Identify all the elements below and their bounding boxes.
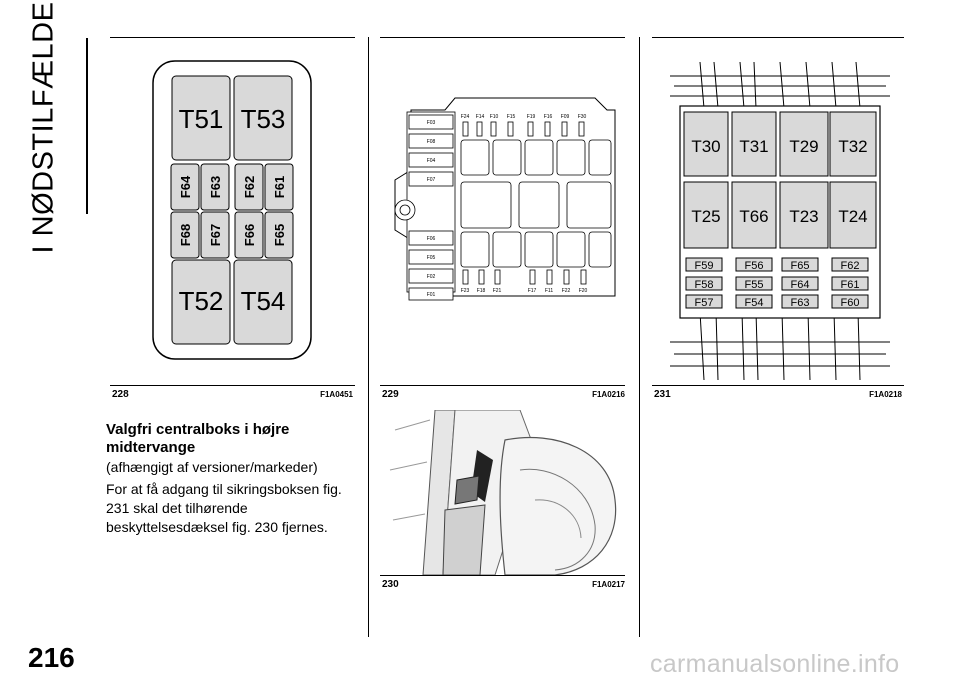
fig229-left-label-1: F03 — [427, 120, 436, 126]
fig231-fuse-f59: F59 — [695, 260, 714, 272]
fig228-fuse-f68: F68 — [178, 224, 193, 246]
fig228-code: F1A0451 — [320, 390, 353, 399]
chapter-title: I NØDSTILFÆLDE — [27, 1, 60, 254]
fig231-fuse-f61: F61 — [841, 279, 860, 291]
fig231-relay-t23: T23 — [789, 207, 818, 226]
fig231-fuse-f65: F65 — [791, 260, 810, 272]
fig229-top-label-1: F24 — [461, 114, 470, 120]
fig231-relay-t66: T66 — [739, 207, 768, 226]
page-number: 216 — [28, 642, 75, 673]
top-rule-col1 — [110, 37, 355, 38]
fig229-top-label-2: F14 — [476, 114, 485, 120]
fig228-relay-t54: T54 — [241, 286, 286, 316]
fig231-number: 231 — [654, 389, 671, 400]
fig229-top-label-6: F16 — [544, 114, 553, 120]
fig229-bottom-label-4: F17 — [528, 288, 537, 294]
fig231-relay-t31: T31 — [739, 137, 768, 156]
fig229-bottom-label-5: F11 — [545, 288, 553, 294]
fig229-top-label-5: F19 — [527, 114, 536, 120]
fig231-caption-rule — [652, 385, 904, 386]
fig228-relay-t53: T53 — [241, 104, 286, 134]
fig230-caption-rule — [380, 575, 625, 576]
fig228-fuse-f64: F64 — [178, 175, 193, 198]
fig229-caption-rule — [380, 385, 625, 386]
fig231-relay-t24: T24 — [838, 207, 867, 226]
fig229-left-label-2: F08 — [427, 139, 436, 145]
section-paragraph: For at få adgang til sikringsboksen fig.… — [106, 481, 342, 535]
fig231-relay-t30: T30 — [691, 137, 720, 156]
fig228-fuse-f66: F66 — [242, 224, 257, 246]
fig231-fuse-f56: F56 — [745, 260, 764, 272]
fig228-fuse-f63: F63 — [208, 176, 223, 198]
fig228-relay-t52: T52 — [179, 286, 224, 316]
fig231-fuse-f62: F62 — [841, 260, 860, 272]
fig228-fuse-f67: F67 — [208, 224, 223, 246]
fig229-top-label-8: F30 — [578, 114, 587, 120]
fig229-left-label-4: F07 — [427, 177, 436, 183]
fig229-number: 229 — [382, 389, 399, 400]
fig229-top-label-7: F09 — [561, 114, 570, 120]
fig231-relay-t25: T25 — [691, 207, 720, 226]
fig231-fuse-f58: F58 — [695, 279, 714, 291]
fig230-photo — [385, 410, 630, 575]
fig229-left-label-3: F04 — [427, 158, 436, 164]
fig231-fuse-f54: F54 — [745, 297, 764, 309]
fig229-bottom-label-6: F22 — [562, 288, 571, 294]
fig231-fuse-f55: F55 — [745, 279, 764, 291]
section-heading: Valgfri centralboks i højre midtervange — [106, 421, 290, 456]
fig229-left-label-7: F02 — [427, 274, 436, 280]
fig229-bottom-label-1: F23 — [461, 288, 470, 294]
fig231-relay-t32: T32 — [838, 137, 867, 156]
watermark: carmanualsonline.info — [650, 650, 900, 678]
fig231-fuse-f64: F64 — [791, 279, 810, 291]
fig229-bottom-label-3: F21 — [493, 288, 502, 294]
fig231-fuse-f63: F63 — [791, 297, 810, 309]
fig229-bottom-label-7: F20 — [579, 288, 588, 294]
top-rule-col2 — [380, 37, 625, 38]
fig231-code: F1A0218 — [869, 390, 902, 399]
fig231-relay-t29: T29 — [789, 137, 818, 156]
fig228-fuse-f65: F65 — [272, 224, 287, 246]
fig229-left-label-8: F01 — [427, 292, 436, 298]
fig229-left-label-6: F05 — [427, 255, 436, 261]
fig230-code: F1A0217 — [592, 580, 625, 589]
section-subnote: (afhængigt af versioner/markeder) — [106, 459, 318, 475]
fig228-fuse-f61: F61 — [272, 176, 287, 198]
fig229-bottom-label-2: F18 — [477, 288, 486, 294]
fig228-fuse-f62: F62 — [242, 176, 257, 198]
fig231-fuse-f57: F57 — [695, 297, 714, 309]
top-rule-col3 — [652, 37, 904, 38]
chapter-rule — [86, 38, 88, 214]
column-divider-1 — [368, 37, 369, 637]
fig228-diagram: T51 T53 F64 F63 F62 F61 F68 F67 F66 F65 … — [152, 60, 312, 360]
fig229-left-label-5: F06 — [427, 236, 436, 242]
fig231-fuse-f60: F60 — [841, 297, 860, 309]
fig231-diagram: T30 T31 T29 T32 T25 T66 T23 T24 F59 F56 … — [670, 62, 890, 380]
fig228-relay-t51: T51 — [179, 104, 224, 134]
column-divider-2 — [639, 37, 640, 637]
fig228-number: 228 — [112, 389, 129, 400]
fig229-top-label-4: F15 — [507, 114, 516, 120]
fig230-number: 230 — [382, 579, 399, 590]
fig229-top-label-3: F10 — [490, 114, 499, 120]
fig228-caption-rule — [110, 385, 355, 386]
fig228-fuse-row1: F64 F63 F62 F61 — [170, 163, 294, 211]
fig229-code: F1A0216 — [592, 390, 625, 399]
fig228-fuse-row2: F68 F67 F66 F65 — [170, 211, 294, 259]
fig229-diagram: F24 F14 F10 F15 F19 F16 F09 F30 F03 F08 … — [394, 97, 616, 301]
